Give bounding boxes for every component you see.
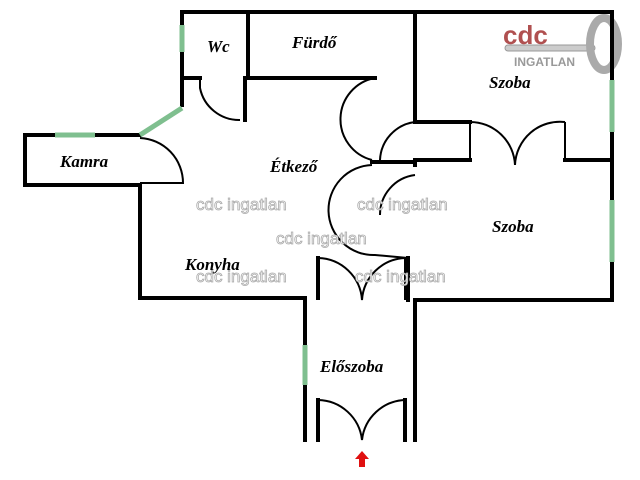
logo-brand: cdc	[503, 20, 548, 50]
cdc-logo: cdc INGATLAN	[503, 14, 622, 74]
watermark: cdc ingatlan	[196, 267, 287, 286]
watermark: cdc ingatlan	[196, 195, 287, 214]
room-label-konyha: Konyha	[184, 255, 240, 274]
room-label-kamra: Kamra	[59, 152, 109, 171]
room-label-furdo: Fürdő	[291, 33, 338, 52]
room-label-etkezo: Étkező	[269, 157, 319, 176]
room-label-szoba-2: Szoba	[492, 217, 534, 236]
watermark: cdc ingatlan	[355, 267, 446, 286]
watermarks: cdc ingatlan cdc ingatlan cdc ingatlan c…	[196, 195, 449, 287]
room-label-eloszoba: Előszoba	[319, 357, 384, 376]
room-label-wc: Wc	[207, 37, 230, 56]
windows	[55, 25, 615, 385]
logo-sub: INGATLAN	[514, 55, 575, 69]
doors	[139, 77, 566, 441]
room-label-szoba-1: Szoba	[489, 73, 531, 92]
entrance-arrow-icon	[355, 451, 369, 467]
watermark: cdc ingatlan	[357, 195, 448, 214]
watermark: cdc ingatlan	[276, 229, 367, 248]
